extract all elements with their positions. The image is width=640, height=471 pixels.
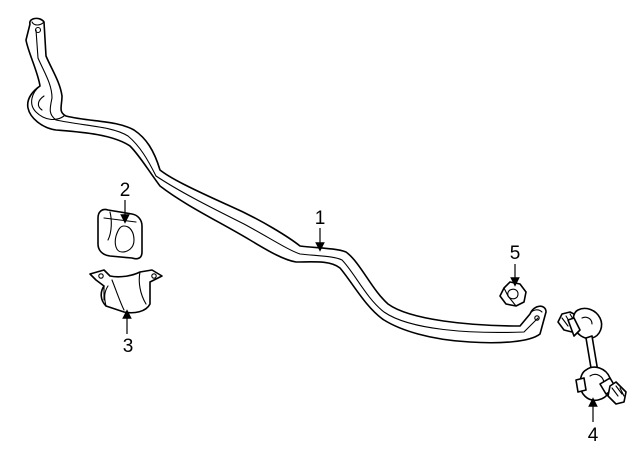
callout-4: 4 [588,425,599,446]
bracket[interactable] [89,269,163,314]
callout-3: 3 [123,336,134,357]
stabilizer-link[interactable] [557,307,627,405]
callout-1: 1 [315,208,326,229]
callout-5: 5 [510,243,521,264]
stabilizer-bar[interactable] [25,17,547,344]
callout-2: 2 [120,180,131,201]
callout-leaders [120,200,598,422]
nut[interactable] [499,281,527,307]
bushing[interactable] [97,208,143,260]
